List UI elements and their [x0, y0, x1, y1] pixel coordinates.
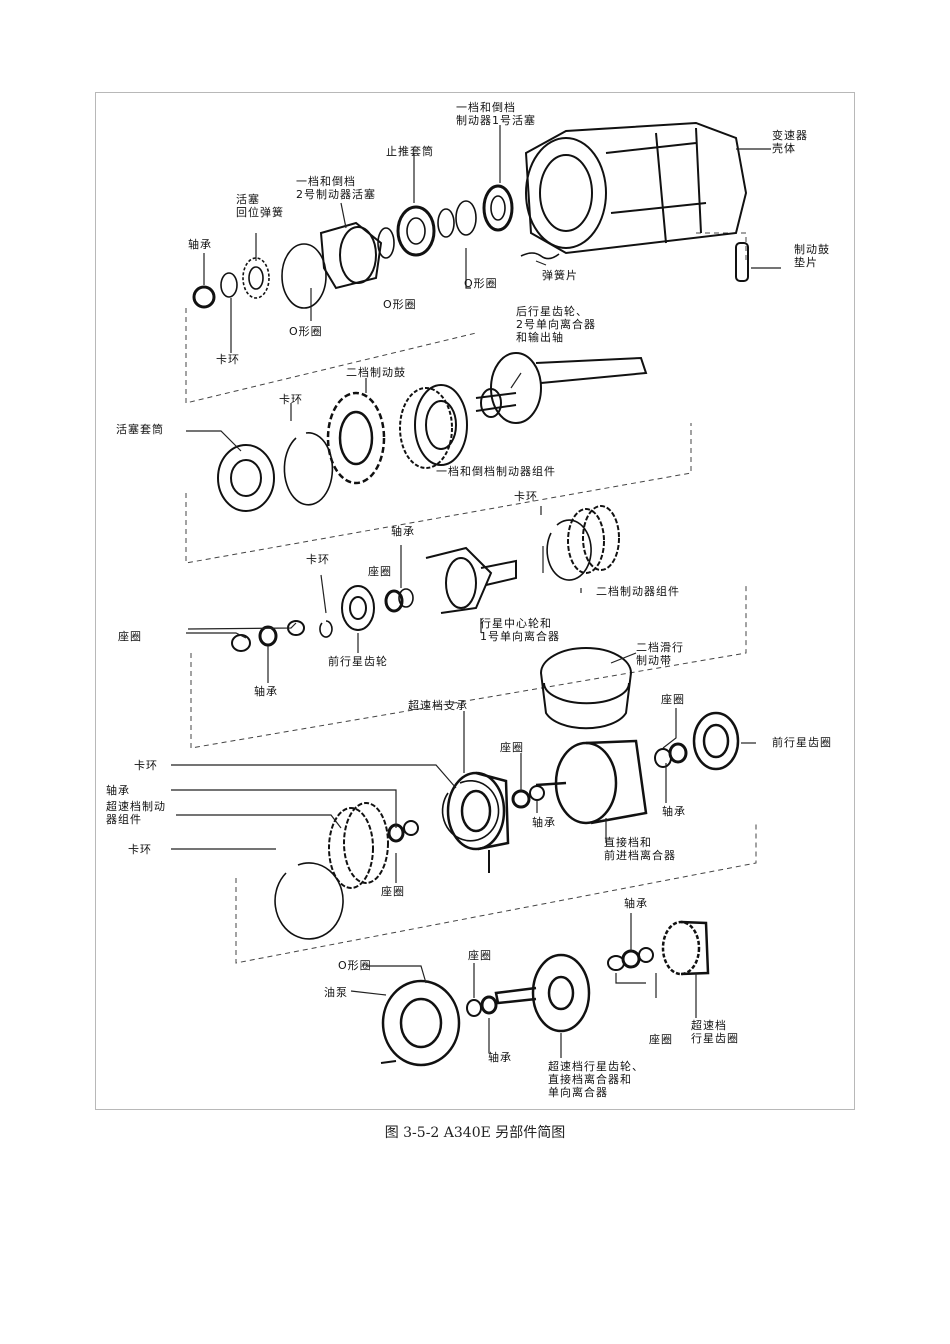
label-od-planet: 超速档行星齿轮、 直接档离合器和 单向离合器: [548, 1060, 644, 1099]
oring-2: [437, 208, 455, 238]
snap-ring-f: [274, 862, 344, 940]
label-rear-planet: 后行星齿轮、 2号单向离合器 和输出轴: [516, 305, 596, 344]
second-coast-band: [539, 647, 633, 730]
label-second-band: 二档滑行 制动带: [636, 641, 684, 667]
brake-1r-assembly: [399, 384, 468, 469]
label-bearing-a: 轴承: [188, 238, 212, 251]
label-race-a: 座圈: [118, 630, 142, 643]
oil-pump: [381, 979, 461, 1067]
label-bearing-f: 轴承: [532, 816, 556, 829]
group-boundaries: [185, 232, 757, 964]
snap-ring-b: [283, 432, 334, 506]
label-bearing-c: 轴承: [254, 685, 278, 698]
race-8: [638, 947, 654, 963]
label-second-drum: 二档制动鼓: [346, 366, 406, 379]
label-direct-clutch: 直接档和 前进档离合器: [604, 836, 676, 862]
bearing-1: [258, 625, 278, 647]
bearing-6: [621, 949, 641, 969]
label-race-e: 座圈: [381, 885, 405, 898]
label-bearing-h: 轴承: [488, 1051, 512, 1064]
pump-bolt: [380, 1060, 397, 1064]
label-brake1-piston: 一档和倒档 制动器1号活塞: [456, 101, 536, 127]
label-od-ring-gear: 超速档 行星齿圈: [691, 1019, 739, 1045]
label-od-brake-assy: 超速档制动 器组件: [106, 800, 166, 826]
bearing-small: [192, 285, 216, 309]
label-race-d: 座圈: [500, 741, 524, 754]
race-6: [466, 999, 482, 1017]
label-front-ring-gear: 前行星齿圈: [772, 736, 832, 749]
label-front-planet: 前行星齿轮: [328, 655, 388, 668]
race-small-1: [398, 588, 414, 608]
label-brake-drum-gasket: 制动鼓 垫片: [794, 243, 830, 269]
race-2: [231, 634, 251, 652]
od-planet-assembly: [494, 953, 591, 1033]
label-snap-ring-d: 卡环: [306, 553, 330, 566]
snap-ring-c: [546, 519, 592, 581]
label-snap-ring-f: 卡环: [128, 843, 152, 856]
label-brake-1r-assy: 一档和倒档制动器组件: [436, 465, 556, 478]
label-brake2-piston: 一档和倒档 2号制动器活塞: [296, 175, 376, 201]
return-spring: [242, 257, 270, 299]
label-oring-c: O形圈: [289, 325, 323, 338]
label-od-support: 超速档支承: [408, 699, 468, 712]
label-leaf-spring: 弹簧片: [542, 269, 578, 282]
piston-sleeve: [217, 444, 275, 512]
sun-gear-oneway-clutch: [425, 546, 517, 614]
thrust-sleeve: [396, 205, 436, 257]
label-return-spring: 活塞 回位弹簧: [236, 193, 284, 219]
label-race-f: 座圈: [468, 949, 492, 962]
second-brake-drum: [326, 391, 386, 485]
label-bearing-d: 轴承: [106, 784, 130, 797]
label-bearing-g: 轴承: [624, 897, 648, 910]
label-snap-ring-c: 卡环: [514, 490, 538, 503]
transmission-case: [524, 121, 749, 282]
label-snap-ring-b: 卡环: [279, 393, 303, 406]
label-sun-gear: 行星中心轮和 1号单向离合器: [480, 617, 560, 643]
label-second-brake-assy: 二档制动器组件: [596, 585, 680, 598]
bearing-5: [480, 995, 498, 1015]
label-oring-d: O形圈: [338, 959, 372, 972]
bearing-2: [529, 785, 545, 801]
label-oil-pump: 油泵: [324, 986, 348, 999]
exploded-diagram: [171, 121, 781, 1067]
label-race-b: 座圈: [368, 565, 392, 578]
brake1-piston: [482, 184, 514, 232]
label-bearing-e: 轴承: [662, 805, 686, 818]
snap-ring-e: [441, 780, 500, 842]
snap-ring-small: [220, 272, 238, 298]
second-brake-assembly: [567, 505, 620, 574]
bearing-race: [384, 589, 404, 613]
oring-1: [455, 200, 477, 236]
exploded-view-figure: 一档和倒档 制动器1号活塞 变速器 壳体 止推套筒 一档和倒档 2号制动器活塞 …: [95, 92, 855, 1110]
race-3: [511, 789, 531, 809]
direct-forward-clutch: [535, 739, 648, 825]
leader-lines: [171, 125, 781, 1058]
od-brake-assembly: [328, 802, 389, 889]
oring-large: [281, 243, 327, 309]
label-oring-a: O形圈: [464, 277, 498, 290]
od-support: [446, 771, 510, 851]
label-thrust-sleeve: 止推套筒: [386, 145, 434, 158]
brake2-piston: [319, 221, 383, 290]
snap-ring-d: [319, 620, 333, 638]
oring-3: [377, 227, 395, 259]
leaf-spring: [520, 252, 560, 260]
od-ring-gear: [661, 920, 710, 976]
rear-planet-output-shaft: [475, 352, 648, 424]
label-snap-ring-a: 卡环: [216, 353, 240, 366]
bearing-3: [668, 742, 688, 764]
label-race-c: 座圈: [661, 693, 685, 706]
label-case: 变速器 壳体: [772, 129, 808, 155]
label-race-g: 座圈: [649, 1033, 673, 1046]
figure-caption: 图 3-5-2 A340E 另部件简图: [384, 1125, 566, 1141]
label-piston-sleeve: 活塞套筒: [116, 423, 164, 436]
race-5: [403, 820, 419, 836]
label-snap-ring-e: 卡环: [134, 759, 158, 772]
front-ring-gear: [692, 711, 740, 771]
label-bearing-b: 轴承: [391, 525, 415, 538]
front-planet: [341, 585, 375, 631]
label-oring-b: O形圈: [383, 298, 417, 311]
